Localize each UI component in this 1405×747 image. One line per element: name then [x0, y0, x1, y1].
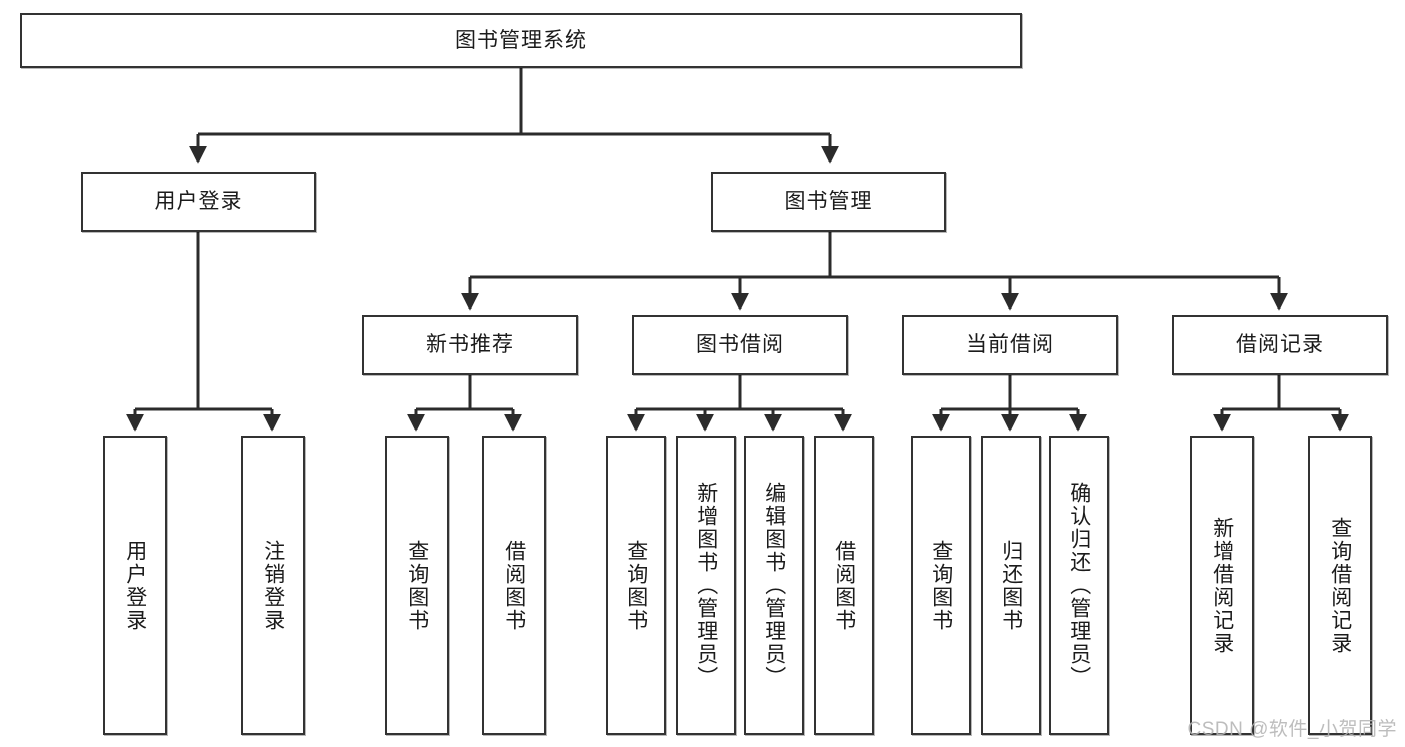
node-label: 确认归还（管理员）: [1067, 482, 1091, 689]
leaf-return-book[interactable]: 归还图书: [981, 436, 1041, 735]
leaf-edit-book-admin[interactable]: 编辑图书（管理员）: [744, 436, 804, 735]
leaf-borrow-book[interactable]: 借阅图书: [814, 436, 874, 735]
leaf-user-logout[interactable]: 注销登录: [241, 436, 305, 735]
node-label: 查询图书: [929, 539, 953, 632]
node-label: 归还图书: [999, 539, 1023, 632]
node-label: 用户登录: [154, 190, 243, 214]
leaf-add-book-admin[interactable]: 新增图书（管理员）: [676, 436, 736, 735]
node-current-borrow[interactable]: 当前借阅: [902, 315, 1118, 375]
node-label: 注销登录: [261, 539, 285, 632]
node-label: 编辑图书（管理员）: [762, 482, 786, 689]
node-label: 查询图书: [624, 539, 648, 632]
leaf-borrow-book-new[interactable]: 借阅图书: [482, 436, 546, 735]
leaf-query-borrow-record[interactable]: 查询借阅记录: [1308, 436, 1372, 735]
node-label: 图书管理: [784, 190, 873, 214]
node-borrow-records[interactable]: 借阅记录: [1172, 315, 1388, 375]
leaf-query-book-current[interactable]: 查询图书: [911, 436, 971, 735]
node-label: 借阅记录: [1236, 333, 1324, 357]
node-label: 图书借阅: [696, 333, 784, 357]
node-label: 借阅图书: [502, 539, 526, 632]
node-label: 查询图书: [405, 539, 429, 632]
leaf-add-borrow-record[interactable]: 新增借阅记录: [1190, 436, 1254, 735]
node-label: 查询借阅记录: [1328, 516, 1352, 655]
node-book-borrow[interactable]: 图书借阅: [632, 315, 848, 375]
node-label: 借阅图书: [832, 539, 856, 632]
node-user-login[interactable]: 用户登录: [81, 172, 316, 232]
node-label: 当前借阅: [966, 333, 1054, 357]
node-new-book-recommend[interactable]: 新书推荐: [362, 315, 578, 375]
leaf-user-login[interactable]: 用户登录: [103, 436, 167, 735]
watermark-text: CSDN @软件_小贺同学: [1187, 719, 1397, 740]
node-label: 用户登录: [123, 539, 147, 632]
node-label: 图书管理系统: [455, 28, 587, 52]
node-label: 新增图书（管理员）: [694, 482, 718, 689]
leaf-confirm-return-admin[interactable]: 确认归还（管理员）: [1049, 436, 1109, 735]
leaf-query-book-borrow[interactable]: 查询图书: [606, 436, 666, 735]
node-label: 新增借阅记录: [1210, 516, 1234, 655]
node-root-system[interactable]: 图书管理系统: [20, 13, 1022, 68]
node-book-management[interactable]: 图书管理: [711, 172, 946, 232]
leaf-query-book-new[interactable]: 查询图书: [385, 436, 449, 735]
node-label: 新书推荐: [426, 333, 514, 357]
